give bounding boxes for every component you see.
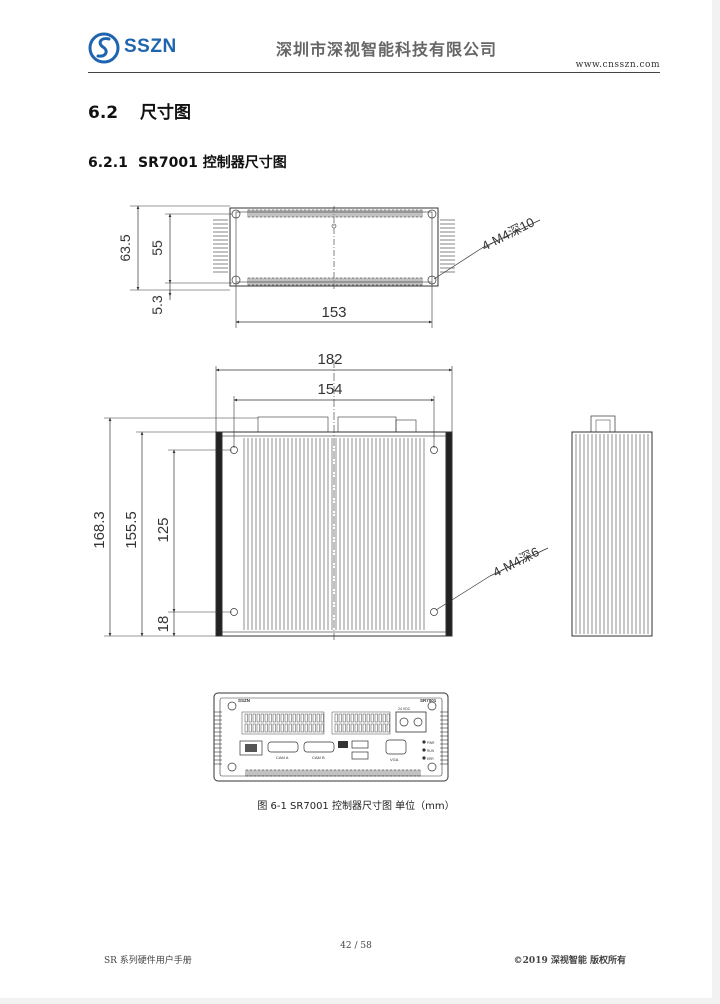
section-title: 尺寸图 — [140, 103, 191, 123]
subsection-title: SR7001 控制器尺寸图 — [138, 155, 287, 171]
dim-153: 153 — [321, 304, 346, 321]
dim-55: 55 — [149, 240, 165, 256]
panel-view — [213, 692, 449, 782]
top-view — [130, 205, 541, 328]
dim-63-5: 63.5 — [117, 234, 133, 261]
panel-power-label: 24 VDC — [398, 707, 411, 711]
dimension-drawing: 63.5 55 5.3 153 4-M4深10 — [91, 205, 653, 782]
panel-led-err: ERR — [427, 757, 434, 761]
panel-label-cam-b: CAM B — [312, 755, 325, 760]
dim-5-3: 5.3 — [149, 295, 165, 315]
page-number: 42 / 58 — [340, 941, 372, 951]
subsection-heading: 6.2.1 SR7001 控制器尺寸图 — [88, 152, 287, 172]
header-divider — [88, 72, 660, 73]
usb-port-icon — [351, 740, 369, 749]
section-number: 6.2 — [88, 103, 119, 123]
dim-182: 182 — [317, 351, 342, 368]
panel-body — [213, 692, 449, 782]
subsection-number: 6.2.1 — [88, 155, 128, 171]
sszn-logo-icon — [88, 32, 120, 64]
dim-168-3: 168.3 — [91, 511, 108, 549]
footer-copyright: ©2019 深视智能 版权所有 — [513, 956, 626, 966]
figure-caption: 图 6-1 SR7001 控制器尺寸图 单位（mm） — [257, 801, 455, 812]
panel-led-run: RUN — [427, 749, 435, 753]
power-terminal-icon — [395, 711, 427, 733]
panel-model: SR7001 — [420, 698, 437, 703]
panel-label-cam-a: CAM A — [276, 755, 289, 760]
footer-manual-title: SR 系列硬件用户手册 — [104, 956, 192, 966]
dim-155-5: 155.5 — [123, 511, 140, 549]
front-view — [104, 360, 549, 640]
panel-label-vga: VGA — [390, 757, 399, 762]
dim-18: 18 — [155, 616, 172, 633]
dim-154: 154 — [317, 381, 342, 398]
side-view — [571, 415, 653, 637]
logo-text: SSZN — [124, 36, 177, 57]
front-hole-note: 4-M4深6 — [490, 544, 541, 580]
panel-led-pwr: PWR — [427, 741, 435, 745]
cam-b-port-icon — [303, 741, 335, 753]
dim-125: 125 — [155, 517, 172, 542]
top-hole-note: 4-M4深10 — [479, 214, 537, 253]
ethernet-port-icon — [239, 740, 263, 756]
cam-a-port-icon — [267, 741, 299, 753]
company-name: 深圳市深视智能科技有限公司 — [276, 40, 498, 59]
panel-brand: SSZN — [238, 698, 250, 703]
vga-port-icon — [385, 739, 407, 755]
section-heading: 6.2 尺寸图 — [88, 98, 191, 123]
website-url: www.cnsszn.com — [575, 60, 660, 70]
page-header: SSZN 深圳市深视智能科技有限公司 www.cnsszn.com — [88, 28, 660, 74]
